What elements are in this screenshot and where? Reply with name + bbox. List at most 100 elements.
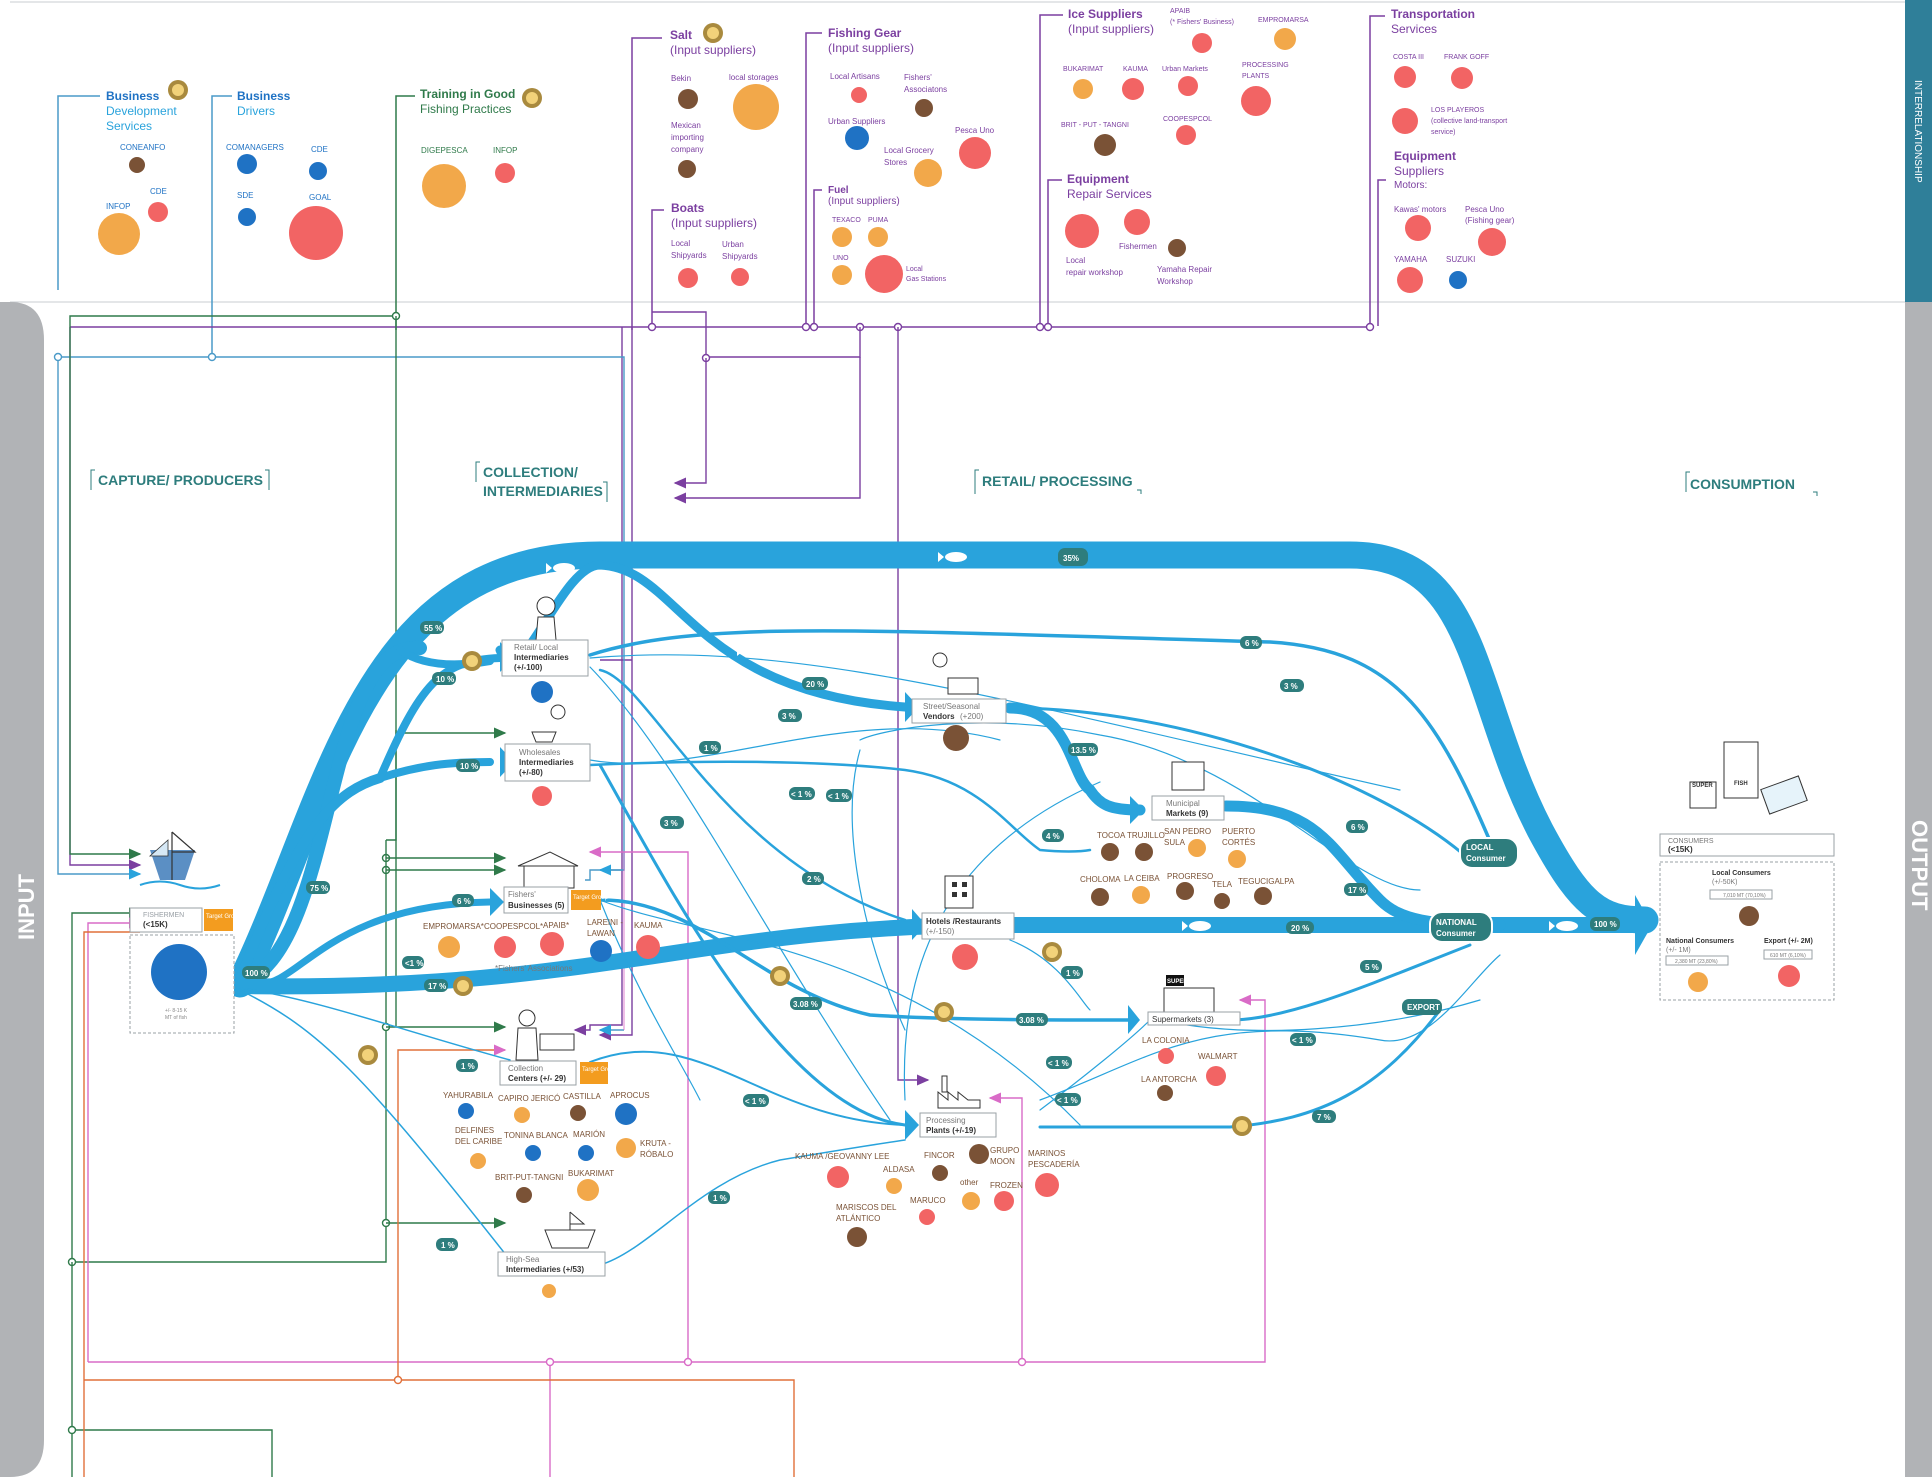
- svg-text:Intermediaries: Intermediaries: [514, 653, 569, 662]
- svg-text:repair workshop: repair workshop: [1066, 268, 1123, 277]
- pill-lt1: <1 %: [402, 956, 424, 969]
- svg-text:Street/Seasonal: Street/Seasonal: [923, 702, 980, 711]
- pill-20b: 20 %: [1286, 921, 1314, 934]
- svg-text:Wholesales: Wholesales: [519, 748, 560, 757]
- fish-icon: [553, 563, 575, 573]
- interrelationship-label: INTERRELATIONSHIP: [1912, 80, 1923, 183]
- fishers-businesses-node: Fishers' Businesses (5) Target Group EMP…: [423, 851, 663, 973]
- svg-text:MARUCO: MARUCO: [910, 1196, 946, 1205]
- fishing-gear-panel: Fishing Gear (Input suppliers) Local Art…: [805, 26, 995, 326]
- flow-medals: [358, 651, 1252, 1136]
- svg-text:CAPIRO JERICÓ: CAPIRO JERICÓ: [498, 1094, 560, 1103]
- svg-text:4 %: 4 %: [1046, 832, 1060, 841]
- svg-text:Retail/ Local: Retail/ Local: [514, 643, 558, 652]
- svg-text:(+200): (+200): [960, 712, 984, 721]
- pill-2: 2 %: [802, 872, 824, 885]
- svg-text:CDE: CDE: [311, 145, 328, 154]
- svg-text:National Consumers: National Consumers: [1666, 938, 1734, 945]
- svg-text:CONSUMPTION: CONSUMPTION: [1690, 476, 1795, 492]
- connector-lines: [53, 311, 1375, 1477]
- pill-20a: 20 %: [802, 677, 828, 690]
- svg-text:(* Fishers' Business): (* Fishers' Business): [1170, 19, 1234, 26]
- market-stall-icon: [1171, 761, 1205, 791]
- fish-shop-icon: [1723, 741, 1759, 799]
- svg-text:COSTA III: COSTA III: [1393, 54, 1424, 61]
- pill-lt1c: < 1 %: [826, 789, 852, 802]
- pill-100a: 100 %: [242, 966, 270, 979]
- svg-text:GOAL: GOAL: [309, 193, 332, 202]
- pill-17a: 17 %: [424, 979, 448, 992]
- svg-text:BUKARIMAT: BUKARIMAT: [1063, 66, 1104, 73]
- svg-text:CASTILLA: CASTILLA: [563, 1092, 601, 1101]
- pill-3a: 3 %: [1280, 679, 1304, 692]
- supermarket-icon: [1163, 987, 1215, 1013]
- svg-text:Training in Good: Training in Good: [420, 87, 515, 101]
- svg-text:APAIB*: APAIB*: [543, 921, 569, 930]
- svg-text:(Input suppliers): (Input suppliers): [828, 41, 914, 55]
- flow-1-fcc: [239, 987, 511, 1061]
- svg-text:(Input suppliers): (Input suppliers): [671, 216, 757, 230]
- drivers-panel: Business Drivers COMANAGERS CDE SDE GOAL: [211, 89, 343, 360]
- svg-text:CHOLOMA: CHOLOMA: [1080, 875, 1121, 884]
- svg-text:Salt: Salt: [670, 28, 692, 42]
- flow-1-hs: [599, 1139, 906, 1266]
- svg-text:MOON: MOON: [990, 1157, 1015, 1166]
- pill-5: 5 %: [1360, 960, 1382, 973]
- person-icon: [536, 596, 556, 616]
- svg-text:PROGRESO: PROGRESO: [1167, 872, 1213, 881]
- svg-text:service): service): [1431, 129, 1456, 136]
- pill-lt1f: < 1 %: [1055, 1093, 1081, 1106]
- svg-text:Vendors: Vendors: [923, 712, 955, 721]
- interrelationship-strip: [1905, 0, 1932, 302]
- svg-text:20 %: 20 %: [806, 680, 824, 689]
- svg-text:1 %: 1 %: [461, 1062, 475, 1071]
- pill-3c: 3 %: [660, 816, 684, 829]
- flow-55: [233, 640, 427, 991]
- svg-text:APROCUS: APROCUS: [610, 1091, 650, 1100]
- svg-text:APAIB: APAIB: [1170, 8, 1190, 15]
- output-label: OUTPUT: [1907, 820, 1932, 911]
- svg-text:Fuel: Fuel: [828, 185, 849, 196]
- svg-text:MARINOS: MARINOS: [1028, 1149, 1065, 1158]
- svg-text:(Input suppliers): (Input suppliers): [828, 196, 900, 207]
- svg-text:importing: importing: [671, 133, 704, 142]
- svg-text:company: company: [671, 145, 703, 154]
- svg-text:CONEANFO: CONEANFO: [120, 143, 165, 152]
- stage-headers: CAPTURE/ PRODUCERS COLLECTION/ INTERMEDI…: [90, 461, 1818, 502]
- svg-text:Drivers: Drivers: [237, 104, 275, 118]
- national-consumer-hub: NATIONAL Consumer: [1429, 911, 1493, 943]
- svg-text:PROCESSING: PROCESSING: [1242, 62, 1289, 69]
- bds-panel: Business Development Services CONEANFO I…: [57, 80, 188, 290]
- svg-text:SDE: SDE: [237, 191, 253, 200]
- target-group-tag: [204, 909, 233, 931]
- svg-text:KAUMA: KAUMA: [634, 921, 663, 930]
- svg-text:+/- 8-15 K: +/- 8-15 K: [165, 1008, 188, 1014]
- fuel-panel: Fuel (Input suppliers) TEXACO PUMA UNO L…: [813, 185, 947, 326]
- svg-text:NATIONAL: NATIONAL: [1436, 918, 1477, 927]
- pill-6b: 6 %: [1240, 636, 1262, 649]
- svg-text:LOS PLAYEROS: LOS PLAYEROS: [1431, 107, 1485, 114]
- street-vendors-node: Street/Seasonal Vendors (+200): [911, 652, 1007, 751]
- flow-5: [1228, 943, 1472, 1022]
- svg-text:INFOP: INFOP: [493, 146, 517, 155]
- pill-lt1d: < 1 %: [1290, 1033, 1316, 1046]
- pill-308b: 3.08 %: [1016, 1013, 1048, 1026]
- svg-text:17 %: 17 %: [1348, 886, 1366, 895]
- svg-text:TEXACO: TEXACO: [832, 217, 861, 224]
- svg-text:Mexican: Mexican: [671, 121, 701, 130]
- svg-text:Equipment: Equipment: [1394, 149, 1456, 163]
- supermarkets-node: SUPER Supermarkets (3) LA COLONIA WALMAR…: [1141, 975, 1241, 1101]
- svg-text:DEL CARIBE: DEL CARIBE: [455, 1137, 502, 1146]
- svg-text:RETAIL/ PROCESSING: RETAIL/ PROCESSING: [982, 473, 1133, 489]
- svg-text:other: other: [960, 1178, 979, 1187]
- svg-text:FROZEN: FROZEN: [990, 1181, 1023, 1190]
- svg-text:COMANAGERS: COMANAGERS: [226, 143, 284, 152]
- svg-text:Consumer: Consumer: [1466, 854, 1506, 863]
- svg-text:Motors:: Motors:: [1394, 180, 1427, 191]
- svg-text:Consumer: Consumer: [1436, 929, 1476, 938]
- svg-text:Urban: Urban: [722, 240, 744, 249]
- svg-text:Shipyards: Shipyards: [722, 252, 758, 261]
- person-cart-icon: [550, 704, 566, 720]
- svg-text:MARIÓN: MARIÓN: [573, 1130, 605, 1139]
- vendor-icon: [932, 652, 948, 668]
